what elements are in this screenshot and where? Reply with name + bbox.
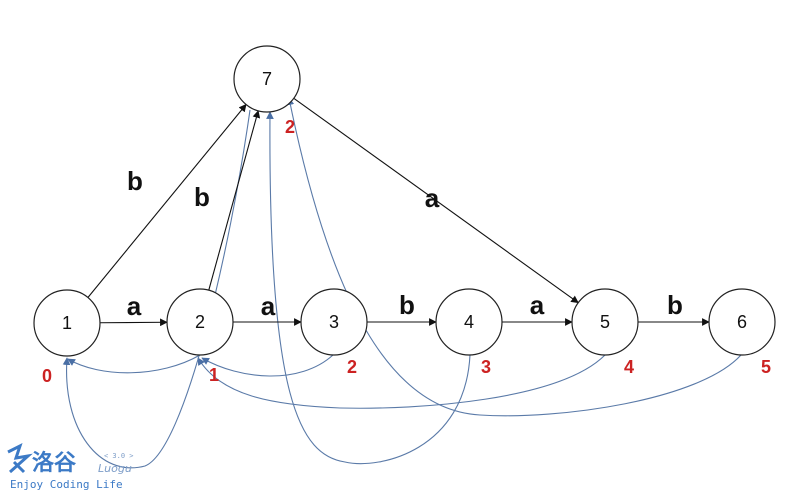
state-label-4: 4 xyxy=(464,312,474,332)
transition-2-7 xyxy=(208,110,261,291)
state-circle-5 xyxy=(571,288,639,356)
state-length-2: 1 xyxy=(209,365,219,385)
suffix-link-5-2 xyxy=(197,354,606,409)
state-length-7: 2 xyxy=(285,117,295,137)
watermark-name: 洛谷 xyxy=(32,450,77,476)
watermark-romanized: Luogu xyxy=(98,462,132,475)
state-length-6: 5 xyxy=(761,357,771,377)
state-circle-3 xyxy=(300,288,368,356)
state-circle-2 xyxy=(166,288,234,356)
state-label-1: 1 xyxy=(62,313,72,333)
transition-label-2-3: a xyxy=(261,291,276,321)
state-label-7: 7 xyxy=(262,69,272,89)
state-circle-1 xyxy=(33,289,101,357)
state-label-5: 5 xyxy=(600,312,610,332)
state-length-4: 3 xyxy=(481,357,491,377)
state-circle-4 xyxy=(435,288,503,356)
state-5: 54 xyxy=(571,288,639,377)
state-6: 65 xyxy=(708,288,776,377)
luogu-logo-icon xyxy=(7,443,33,474)
transition-label-3-4: b xyxy=(399,290,415,320)
state-circle-7 xyxy=(233,45,301,113)
state-length-3: 2 xyxy=(347,357,357,377)
state-length-5: 4 xyxy=(624,357,634,377)
transitions-layer: a a b a b b b a xyxy=(87,97,710,327)
state-7: 72 xyxy=(233,45,301,137)
transition-label-1-2: a xyxy=(127,291,142,321)
transition-label-4-5: a xyxy=(530,290,545,320)
suffix-link-3-2 xyxy=(201,354,334,377)
suffix-link-6-7 xyxy=(286,97,742,417)
suffix-link-7-1 xyxy=(62,109,251,469)
state-circle-6 xyxy=(708,288,776,356)
transition-label-1-7: b xyxy=(127,166,143,196)
state-length-1: 0 xyxy=(42,366,52,386)
suffix-links-layer xyxy=(62,97,742,469)
luogu-watermark: 洛谷 < 3.0 > Luogu Enjoy Coding Life xyxy=(7,443,134,491)
suffix-link-2-1 xyxy=(67,354,201,374)
transition-label-2-7: b xyxy=(194,182,210,212)
transition-label-7-5: a xyxy=(425,183,440,213)
transition-label-5-6: b xyxy=(667,290,683,320)
transition-1-7 xyxy=(87,103,247,298)
transition-7-5 xyxy=(293,97,579,304)
state-label-3: 3 xyxy=(329,312,339,332)
state-label-2: 2 xyxy=(195,312,205,332)
state-2: 21 xyxy=(166,288,234,385)
state-label-6: 6 xyxy=(737,312,747,332)
watermark-slogan: Enjoy Coding Life xyxy=(10,478,123,491)
transition-1-2 xyxy=(99,318,168,327)
watermark-version: < 3.0 > xyxy=(104,452,134,460)
state-4: 43 xyxy=(435,288,503,377)
state-1: 10 xyxy=(33,289,101,386)
suffix-link-4-7 xyxy=(266,111,471,465)
state-3: 32 xyxy=(300,288,368,377)
